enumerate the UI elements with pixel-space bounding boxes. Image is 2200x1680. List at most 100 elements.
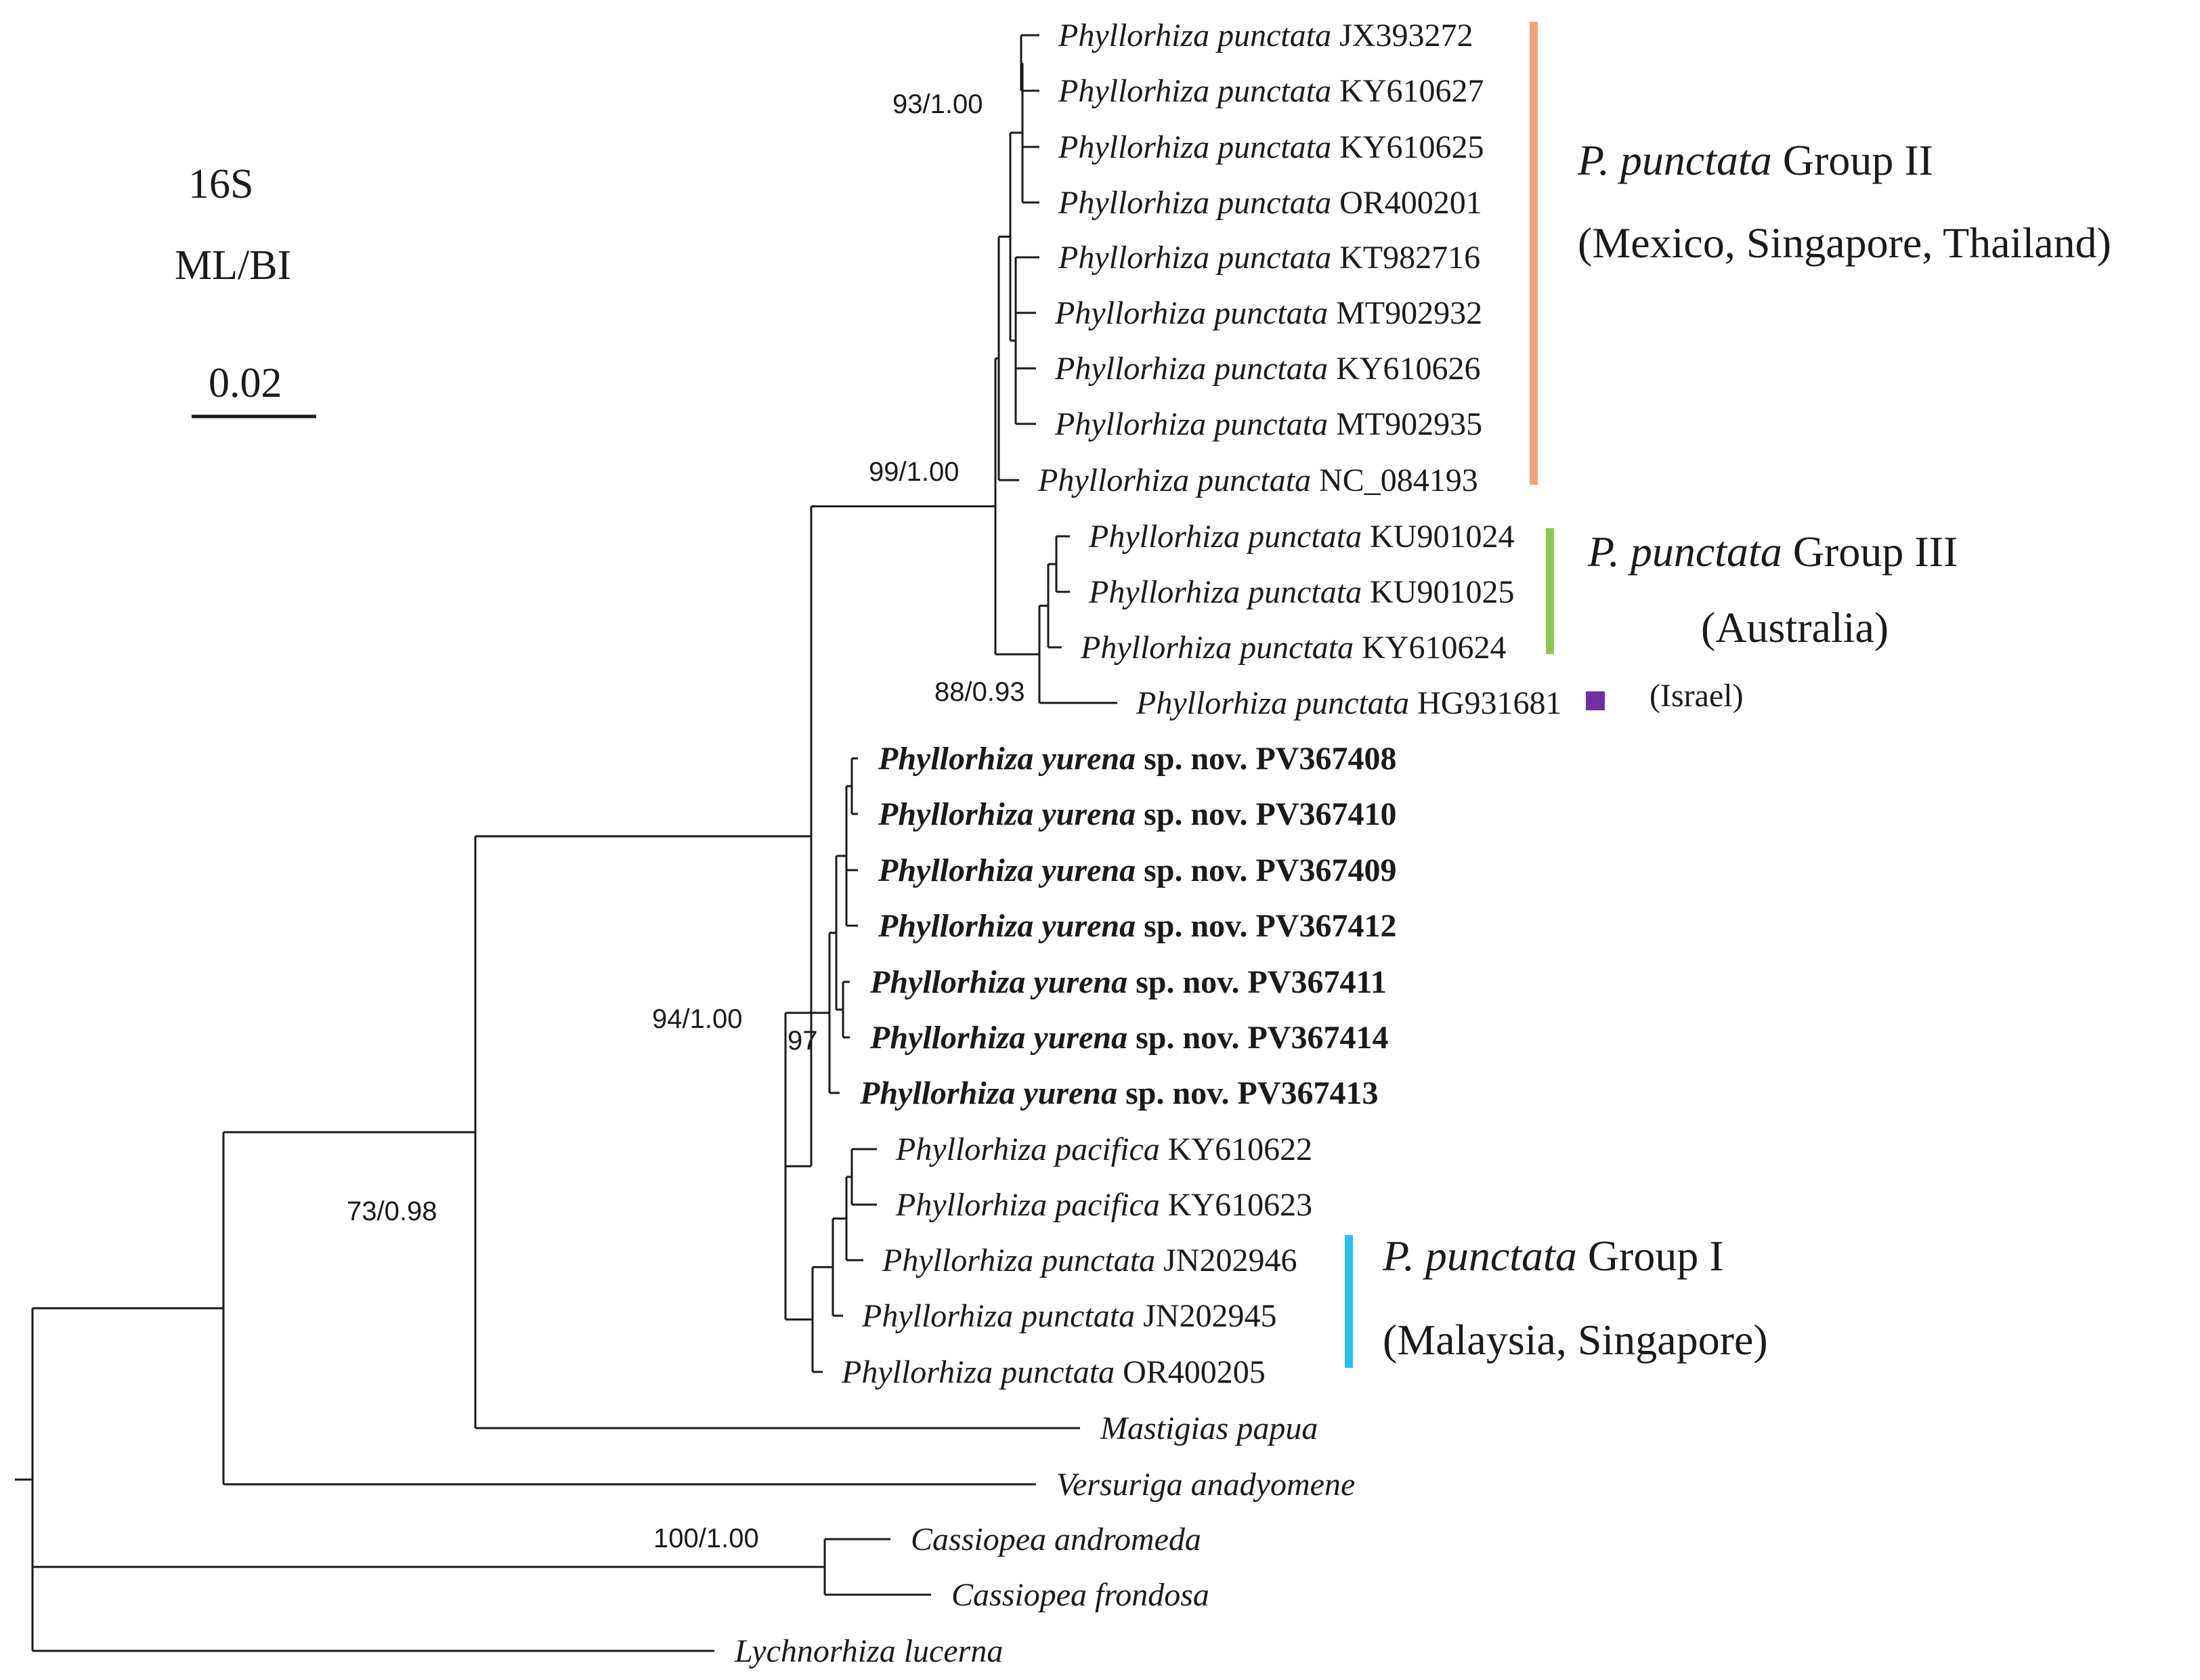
species-name: Phyllorhiza yurena: [869, 1020, 1127, 1056]
leaf-label-t7: Phyllorhiza punctata KY610626: [1054, 351, 1480, 387]
accession-number: MT902932: [1328, 295, 1482, 331]
leaf-label-t10: Phyllorhiza punctata KU901024: [1088, 519, 1514, 555]
accession-number: HG931681: [1409, 685, 1561, 721]
leaf-label-t15: Phyllorhiza yurena sp. nov. PV367410: [878, 796, 1396, 832]
species-name: Phyllorhiza punctata: [1136, 685, 1409, 721]
accession-number: OR400201: [1331, 185, 1482, 221]
accession-number: sp. nov. PV367413: [1117, 1075, 1378, 1111]
accession-number: sp. nov. PV367408: [1136, 741, 1396, 777]
accession-number: sp. nov. PV367409: [1136, 853, 1396, 888]
species-name: Cassiopea andromeda: [911, 1522, 1201, 1557]
species-name: Mastigias papua: [1100, 1410, 1318, 1446]
leaf-label-t17: Phyllorhiza yurena sp. nov. PV367412: [878, 908, 1396, 944]
leaf-label-t25: Phyllorhiza punctata OR400205: [841, 1354, 1266, 1390]
group3-title: P. punctata Group III: [1587, 527, 1958, 576]
tree-branches: [15, 34, 1117, 1652]
species-name: Phyllorhiza punctata: [1058, 240, 1331, 276]
group3-bar: [1546, 528, 1554, 654]
group2-bar: [1530, 22, 1538, 485]
accession-number: KY610624: [1354, 630, 1506, 666]
species-name: Phyllorhiza punctata: [1037, 462, 1311, 498]
accession-number: sp. nov. PV367414: [1127, 1020, 1388, 1056]
species-name: Phyllorhiza punctata: [1058, 129, 1331, 165]
species-name: Phyllorhiza pacifica: [895, 1187, 1160, 1223]
support-group2-inner: 93/1.00: [892, 89, 983, 119]
species-name: Lychnorhiza lucerna: [734, 1633, 1003, 1669]
species-name: Phyllorhiza punctata: [1054, 351, 1328, 387]
species-name: Phyllorhiza yurena: [878, 853, 1136, 888]
israel-label: (Israel): [1649, 678, 1744, 714]
leaf-label-t9: Phyllorhiza punctata NC_084193: [1037, 462, 1478, 498]
species-name: Cassiopea frondosa: [951, 1577, 1209, 1613]
marker-label: 16S: [188, 161, 253, 207]
species-name: Phyllorhiza punctata: [1088, 574, 1362, 610]
leaf-label-t29: Cassiopea frondosa: [951, 1577, 1209, 1613]
leaf-label-t18: Phyllorhiza yurena sp. nov. PV367411: [869, 964, 1387, 1000]
species-name: Phyllorhiza yurena: [878, 796, 1136, 832]
group2-title: P. punctata Group II: [1577, 136, 1933, 184]
species-name: Phyllorhiza punctata: [1058, 73, 1331, 109]
leaf-label-t16: Phyllorhiza yurena sp. nov. PV367409: [878, 853, 1396, 888]
scale-bar-value: 0.02: [209, 360, 282, 406]
leaf-label-t30: Lychnorhiza lucerna: [734, 1633, 1003, 1669]
leaf-label-t13: Phyllorhiza punctata HG931681: [1136, 685, 1561, 721]
species-name: Phyllorhiza punctata: [1054, 406, 1328, 442]
accession-number: MT902935: [1328, 406, 1482, 442]
support-group3-israel: 88/0.93: [934, 677, 1024, 707]
accession-number: KY610626: [1328, 351, 1480, 387]
support-yurena-clade: 97: [788, 1026, 818, 1056]
method-label: ML/BI: [175, 242, 291, 288]
leaf-label-t8: Phyllorhiza punctata MT902935: [1054, 406, 1482, 442]
leaf-label-t12: Phyllorhiza punctata KY610624: [1080, 630, 1506, 666]
group1-region: (Malaysia, Singapore): [1383, 1316, 1768, 1364]
species-name: Phyllorhiza yurena: [878, 741, 1136, 777]
group1-bar: [1345, 1235, 1353, 1368]
accession-number: KY610627: [1331, 73, 1484, 109]
leaf-label-t2: Phyllorhiza punctata KY610627: [1058, 73, 1484, 109]
leaf-label-t24: Phyllorhiza punctata JN202945: [861, 1298, 1276, 1334]
israel-marker: [1586, 691, 1605, 710]
leaf-label-t23: Phyllorhiza punctata JN202946: [882, 1243, 1297, 1278]
accession-number: KY610623: [1160, 1187, 1312, 1223]
species-name: Phyllorhiza punctata: [882, 1243, 1155, 1278]
accession-number: sp. nov. PV367412: [1136, 908, 1396, 944]
accession-number: JN202946: [1155, 1243, 1297, 1278]
leaf-label-t19: Phyllorhiza yurena sp. nov. PV367414: [869, 1020, 1388, 1056]
accession-number: KU901024: [1362, 519, 1514, 555]
leaf-label-t4: Phyllorhiza punctata OR400201: [1058, 185, 1482, 221]
accession-number: KY610625: [1331, 129, 1484, 165]
accession-number: KT982716: [1331, 240, 1480, 276]
accession-number: KY610622: [1160, 1132, 1312, 1167]
support-mastigias-phyllorhiza: 73/0.98: [347, 1197, 437, 1226]
group1-title: P. punctata Group I: [1382, 1232, 1724, 1280]
leaf-labels: Phyllorhiza punctata JX393272Phyllorhiza…: [734, 18, 1561, 1669]
leaf-label-t26: Mastigias papua: [1100, 1410, 1318, 1446]
accession-number: JX393272: [1331, 18, 1473, 53]
leaf-label-t27: Versuriga anadyomene: [1056, 1467, 1355, 1503]
accession-number: JN202945: [1135, 1298, 1276, 1334]
leaf-label-t28: Cassiopea andromeda: [911, 1522, 1201, 1557]
species-name: Phyllorhiza punctata: [1058, 185, 1331, 221]
leaf-label-t20: Phyllorhiza yurena sp. nov. PV367413: [859, 1075, 1378, 1111]
species-name: Phyllorhiza yurena: [859, 1075, 1117, 1111]
leaf-label-t1: Phyllorhiza punctata JX393272: [1058, 18, 1473, 53]
species-name: Phyllorhiza yurena: [869, 964, 1127, 1000]
accession-number: NC_084193: [1311, 462, 1478, 498]
group2-region: (Mexico, Singapore, Thailand): [1578, 219, 2111, 267]
species-name: Phyllorhiza punctata: [861, 1298, 1135, 1334]
support-punctata-clade: 99/1.00: [869, 457, 959, 487]
leaf-label-t11: Phyllorhiza punctata KU901025: [1088, 574, 1514, 610]
accession-number: sp. nov. PV367411: [1127, 964, 1387, 1000]
support-phyllorhiza: 94/1.00: [652, 1004, 742, 1034]
species-name: Phyllorhiza pacifica: [895, 1132, 1160, 1167]
leaf-label-t3: Phyllorhiza punctata KY610625: [1058, 129, 1484, 165]
species-name: Phyllorhiza punctata: [1088, 519, 1362, 555]
leaf-label-t14: Phyllorhiza yurena sp. nov. PV367408: [878, 741, 1396, 777]
support-cassiopea: 100/1.00: [653, 1524, 759, 1553]
leaf-label-t21: Phyllorhiza pacifica KY610622: [895, 1132, 1312, 1167]
accession-number: KU901025: [1362, 574, 1514, 610]
leaf-label-t22: Phyllorhiza pacifica KY610623: [895, 1187, 1312, 1223]
accession-number: OR400205: [1115, 1354, 1266, 1390]
group3-region: (Australia): [1701, 603, 1889, 651]
